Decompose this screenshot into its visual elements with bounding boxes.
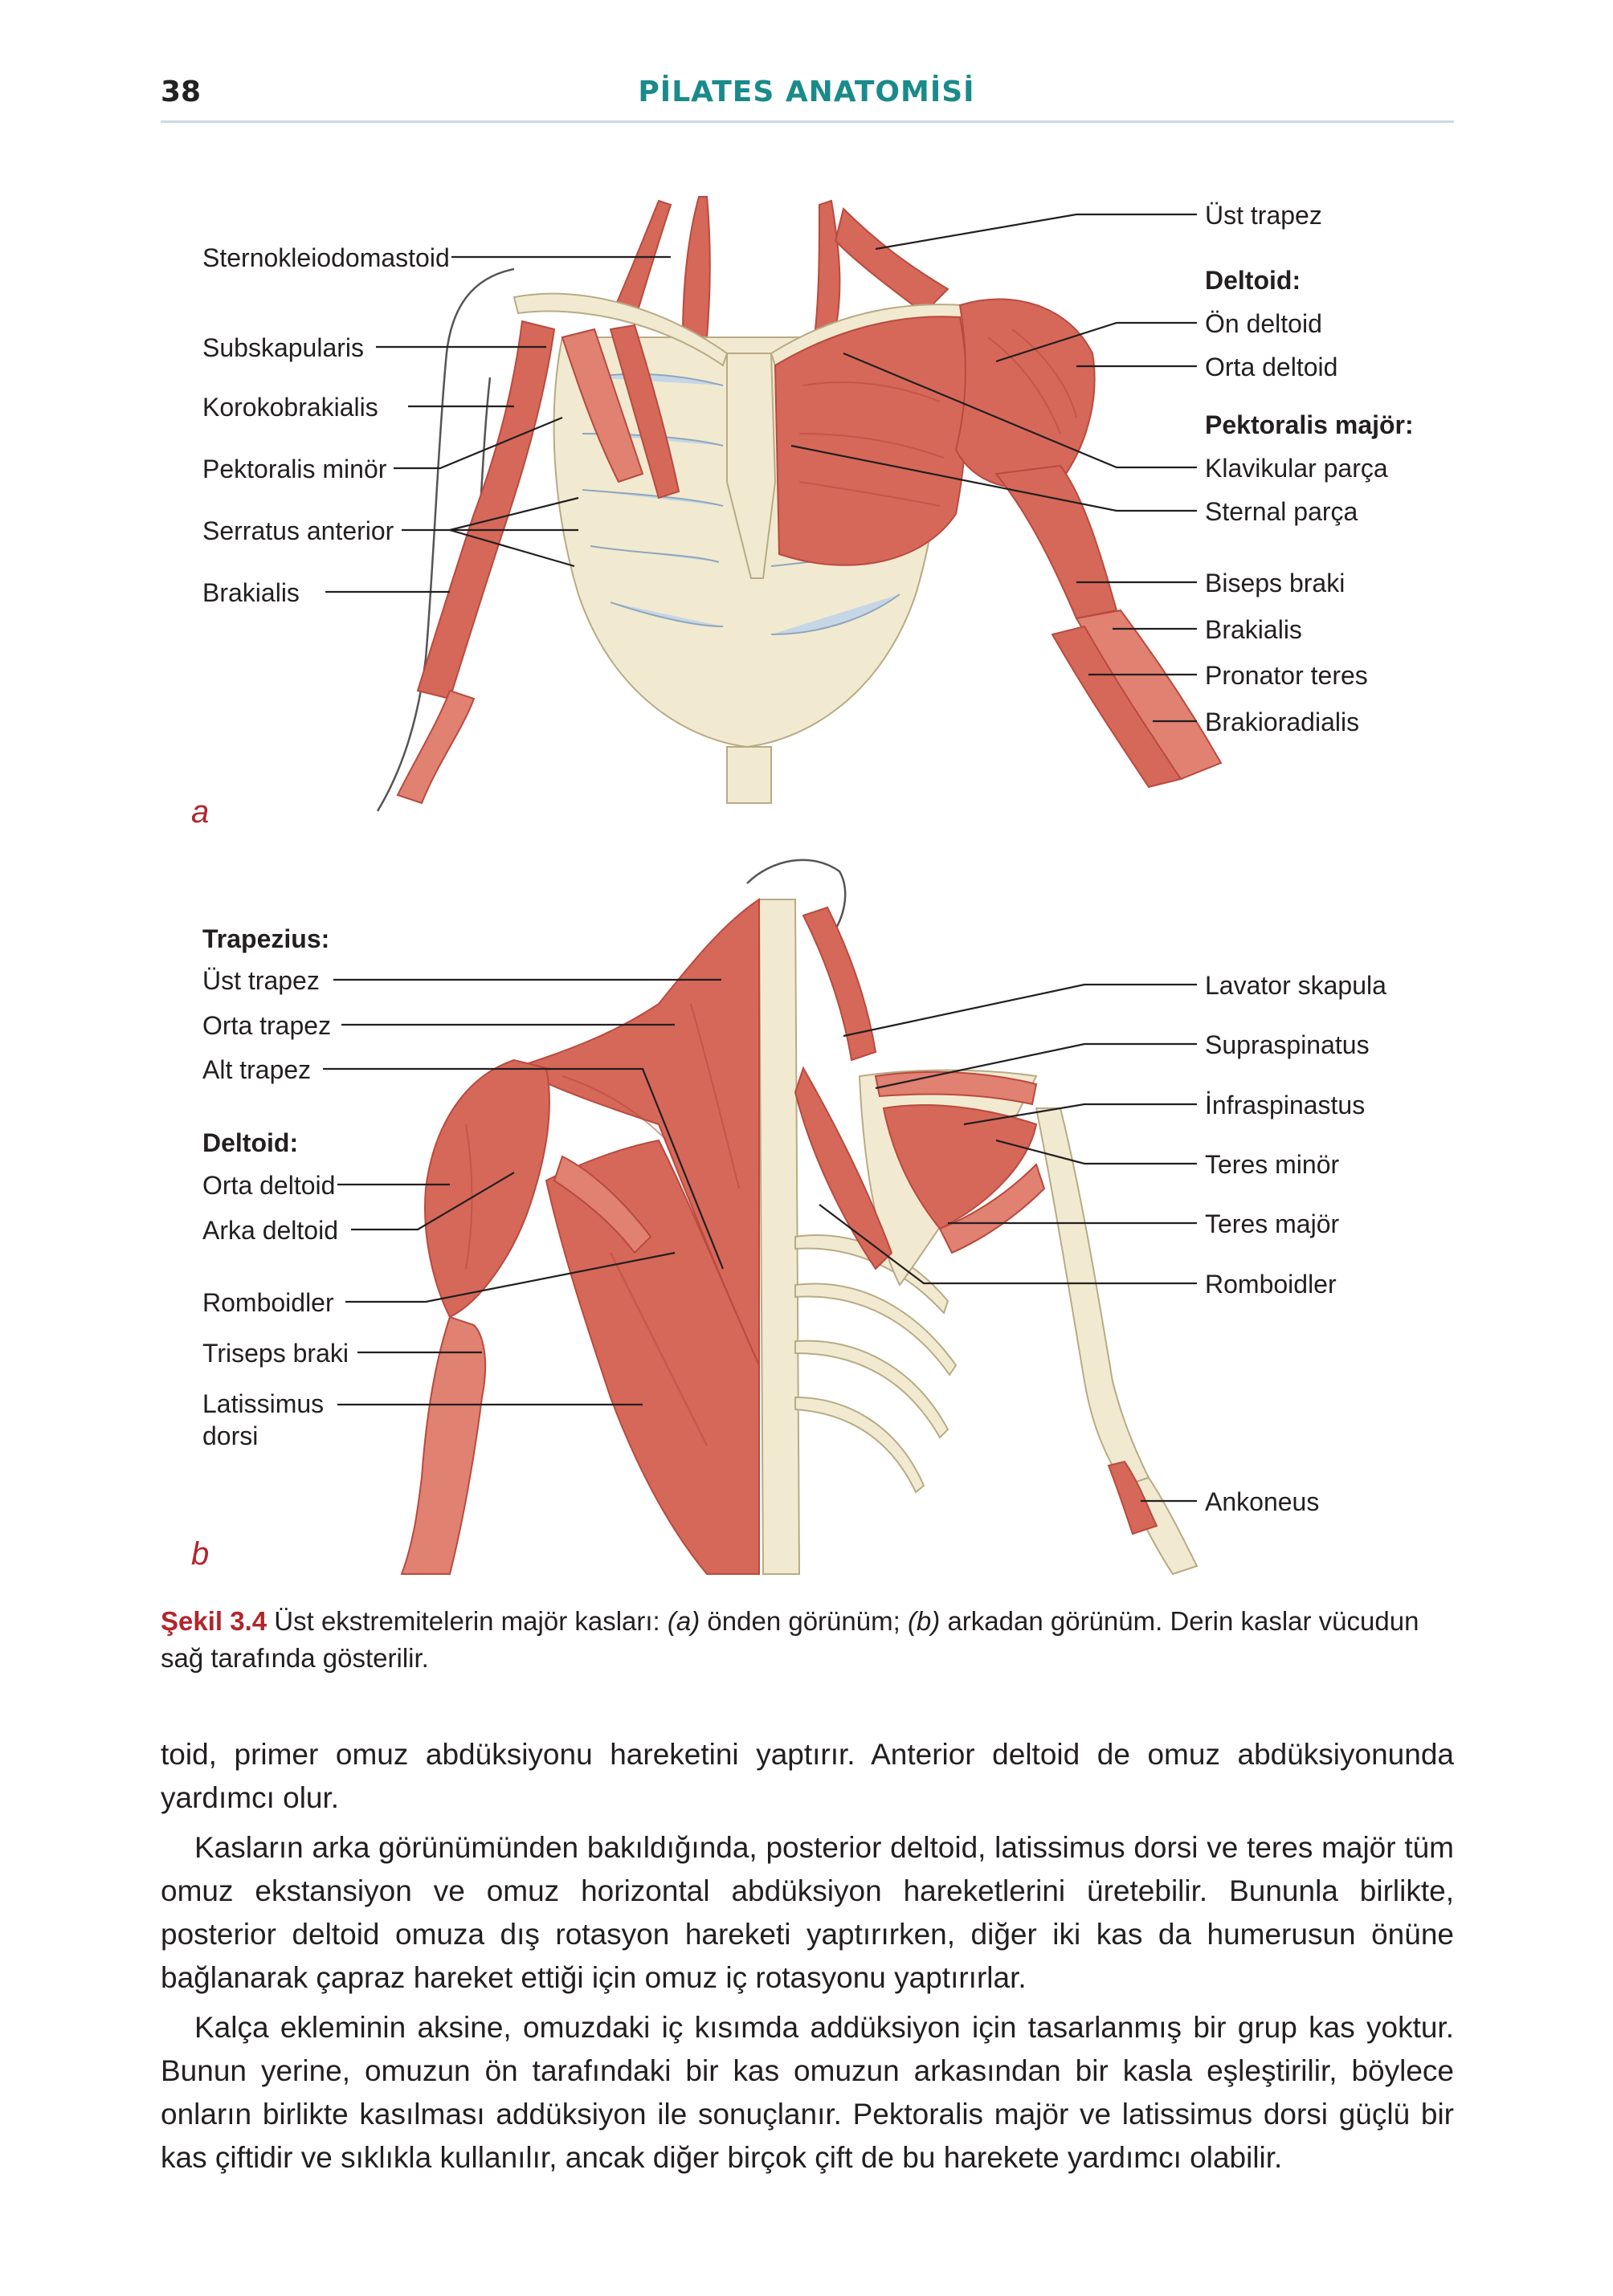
label-pronator-teres: Pronator teres — [1205, 661, 1368, 690]
label-serratus-anterior: Serratus anterior — [202, 516, 394, 545]
label-lavator-skapula: Lavator skapula — [1205, 971, 1386, 1000]
caption-label: Şekil 3.4 — [161, 1606, 267, 1636]
caption-a-marker: (a) — [667, 1606, 700, 1636]
label-latissimus: Latissimus — [202, 1389, 324, 1418]
label-on-deltoid: Ön deltoid — [1205, 309, 1322, 338]
panel-a-leaders — [325, 213, 1197, 723]
caption-text-1: Üst ekstremitelerin majör kasları: — [267, 1606, 668, 1636]
label-pektoralis-minor: Pektoralis minör — [202, 455, 387, 483]
panel-b-label: b — [191, 1536, 209, 1572]
caption-text-2: önden görünüm; — [700, 1606, 908, 1636]
label-orta-deltoid: Orta deltoid — [1205, 353, 1337, 381]
label-dorsi: dorsi — [202, 1421, 258, 1450]
label-biseps-braki: Biseps braki — [1205, 569, 1345, 597]
paragraph-1: toid, primer omuz abdüksiyonu hareketini… — [161, 1738, 1454, 1814]
label-orta-deltoid-b: Orta deltoid — [202, 1171, 335, 1200]
label-romboidler-left: Romboidler — [202, 1288, 334, 1317]
ribs-back — [794, 1234, 958, 1494]
paragraph-2: Kasların arka görünümünden bakıldığında,… — [161, 1831, 1454, 1994]
page-number: 38 — [161, 75, 202, 108]
label-deltoid-heading: Deltoid: — [1205, 266, 1301, 295]
label-sternal-parca: Sternal parça — [1205, 497, 1358, 526]
label-romboidler-right: Romboidler — [1205, 1270, 1337, 1299]
body-text: toid, primer omuz abdüksiyonu hareketini… — [161, 1733, 1454, 2186]
header-rule — [161, 120, 1454, 123]
label-brakialis-right: Brakialis — [1205, 615, 1302, 644]
caption-b-marker: (b) — [907, 1606, 941, 1636]
label-trapezius-heading: Trapezius: — [202, 924, 329, 953]
ribs — [582, 373, 921, 635]
label-teres-major: Teres majör — [1205, 1209, 1340, 1238]
muscle-fibers-a — [798, 328, 1077, 507]
anatomy-figure: Sternokleiodomastoid Subskapularis Korok… — [191, 196, 1414, 1576]
label-deltoid-heading-b: Deltoid: — [202, 1128, 298, 1157]
label-klavikular-parca: Klavikular parça — [1205, 454, 1388, 483]
label-sternokleiodomastoid: Sternokleiodomastoid — [202, 243, 450, 272]
label-alt-trapez: Alt trapez — [202, 1055, 311, 1084]
label-brakialis-left: Brakialis — [202, 578, 300, 607]
posterior-illustration — [400, 858, 1199, 1576]
label-subskapularis: Subskapularis — [202, 333, 364, 362]
label-arka-deltoid: Arka deltoid — [202, 1216, 338, 1245]
paragraph-3: Kalça ekleminin aksine, omuzdaki iç kısı… — [161, 2011, 1454, 2174]
panel-b-leaders — [323, 978, 1197, 1503]
running-title: PİLATES ANATOMİSİ — [638, 75, 975, 108]
figure-caption: Şekil 3.4 Üst ekstremitelerin majör kasl… — [161, 1603, 1454, 1677]
caption-text-3: arkadan görünüm. Derin kaslar vücudun sa… — [161, 1606, 1419, 1673]
label-brakioradialis: Brakioradialis — [1205, 708, 1359, 736]
panel-a-label: a — [191, 794, 209, 830]
label-triseps-braki: Triseps braki — [202, 1339, 349, 1368]
label-teres-minor: Teres minör — [1205, 1150, 1340, 1179]
label-supraspinatus: Supraspinatus — [1205, 1030, 1370, 1059]
label-ust-trapez: Üst trapez — [1205, 201, 1322, 230]
label-orta-trapez: Orta trapez — [202, 1011, 331, 1040]
anterior-illustration — [376, 196, 1223, 812]
label-infraspinastus: İnfraspinastus — [1205, 1091, 1365, 1119]
label-korokobrakialis: Korokobrakialis — [202, 393, 378, 422]
label-ankoneus: Ankoneus — [1205, 1487, 1319, 1516]
label-ust-trapez-b: Üst trapez — [202, 966, 320, 995]
label-pektoralis-heading: Pektoralis majör: — [1205, 410, 1414, 439]
